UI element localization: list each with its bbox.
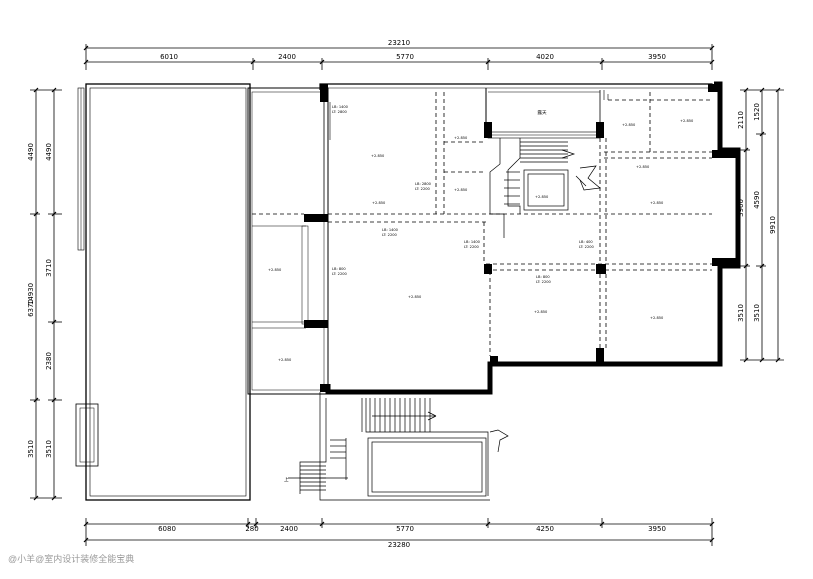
- dim-bottom-2: 280: [245, 525, 258, 533]
- beam-label: LB: 400: [579, 240, 593, 244]
- watermark: @小羊@室内设计装修全能宝典: [8, 553, 134, 564]
- level-marker: +2.850: [408, 295, 422, 299]
- beam-label: LT: 2200: [332, 272, 348, 276]
- dim-left-inner-4: 3510: [45, 440, 53, 458]
- dimension-labels: 23210 6010 2400 5770 4020 3950 6080 280 …: [27, 39, 777, 549]
- dim-left-inner-3: 2380: [45, 352, 53, 370]
- beam-label: LB: 800: [536, 275, 550, 279]
- dim-bottom-total: 23280: [388, 541, 410, 549]
- level-marker: +2.850: [535, 195, 549, 199]
- dim-top-4: 4020: [536, 53, 554, 61]
- dim-top-total: 23210: [388, 39, 410, 47]
- dim-left-outer-1: 4490: [27, 143, 35, 161]
- dim-left-inner-2: 3710: [45, 259, 53, 277]
- stair-up-label: 上: [284, 476, 289, 483]
- dim-top-1: 6010: [160, 53, 178, 61]
- level-marker: +2.850: [622, 123, 636, 127]
- dim-bottom-3: 2400: [280, 525, 298, 533]
- beam-label: LB: 1400: [332, 105, 349, 109]
- beam-labels: LB: 1400 LT: 2800 LB: 2800 LT: 2200 LB: …: [332, 105, 595, 284]
- room-label-open-air: 露天: [537, 110, 547, 116]
- beam-label: LT: 2200: [579, 245, 595, 249]
- beam-label: LB: 2800: [415, 182, 432, 186]
- left-terrace: [75, 83, 251, 501]
- dim-left-total: 14930: [27, 283, 35, 305]
- level-marker: +2.850: [650, 316, 664, 320]
- level-marker: +2.850: [278, 358, 292, 362]
- dim-right-total: 9910: [769, 216, 777, 234]
- beam-lines: [252, 92, 712, 384]
- dim-right-inner-3: 3510: [753, 304, 761, 322]
- beam-label: LT: 2200: [382, 233, 398, 237]
- dim-right-outer-2: 3960: [737, 199, 745, 217]
- dim-right-inner-2: 4590: [753, 191, 761, 209]
- beam-label: LT: 2200: [464, 245, 480, 249]
- level-marker: +2.850: [636, 165, 650, 169]
- exterior-stair: [288, 392, 509, 501]
- beam-label: LB: 1400: [382, 228, 399, 232]
- dim-right-outer-1: 2110: [737, 111, 745, 129]
- dim-bottom-1: 6080: [158, 525, 176, 533]
- level-marker: +2.850: [534, 310, 548, 314]
- dim-top-3: 5770: [396, 53, 414, 61]
- dim-bottom-4: 5770: [396, 525, 414, 533]
- dim-right-outer-3: 3510: [737, 304, 745, 322]
- level-marker: +2.850: [650, 201, 664, 205]
- level-marker: +2.850: [680, 119, 694, 123]
- beam-label: LB: 800: [332, 267, 346, 271]
- beam-label: LB: 1400: [464, 240, 481, 244]
- dim-left-outer-2: 6370: [27, 299, 35, 317]
- level-marker: +2.850: [454, 136, 468, 140]
- mid-rooms: [247, 87, 329, 395]
- wall-details: [323, 90, 609, 214]
- dim-bottom-6: 3950: [648, 525, 666, 533]
- wall-blocks: [304, 84, 738, 392]
- beam-label: LT: 2200: [415, 187, 431, 191]
- level-marker: +2.850: [372, 201, 386, 205]
- interior-stair: [489, 138, 601, 238]
- room-labels: 露天 上: [284, 110, 547, 483]
- dim-right-inner-1: 1520: [753, 103, 761, 121]
- level-marker: +2.850: [371, 154, 385, 158]
- level-markers: +2.850 +2.850 +2.850 +2.850 +2.850 +2.85…: [268, 119, 694, 362]
- dimension-lines: [30, 44, 784, 546]
- dim-bottom-5: 4250: [536, 525, 554, 533]
- dim-left-outer-3: 3510: [27, 440, 35, 458]
- dim-left-inner-1: 4490: [45, 143, 53, 161]
- house-walls: [319, 81, 741, 395]
- level-marker: +2.850: [268, 268, 282, 272]
- dim-top-5: 3950: [648, 53, 666, 61]
- beam-label: LT: 2200: [536, 280, 552, 284]
- dim-top-2: 2400: [278, 53, 296, 61]
- level-marker: +2.850: [454, 188, 468, 192]
- beam-label: LT: 2800: [332, 110, 348, 114]
